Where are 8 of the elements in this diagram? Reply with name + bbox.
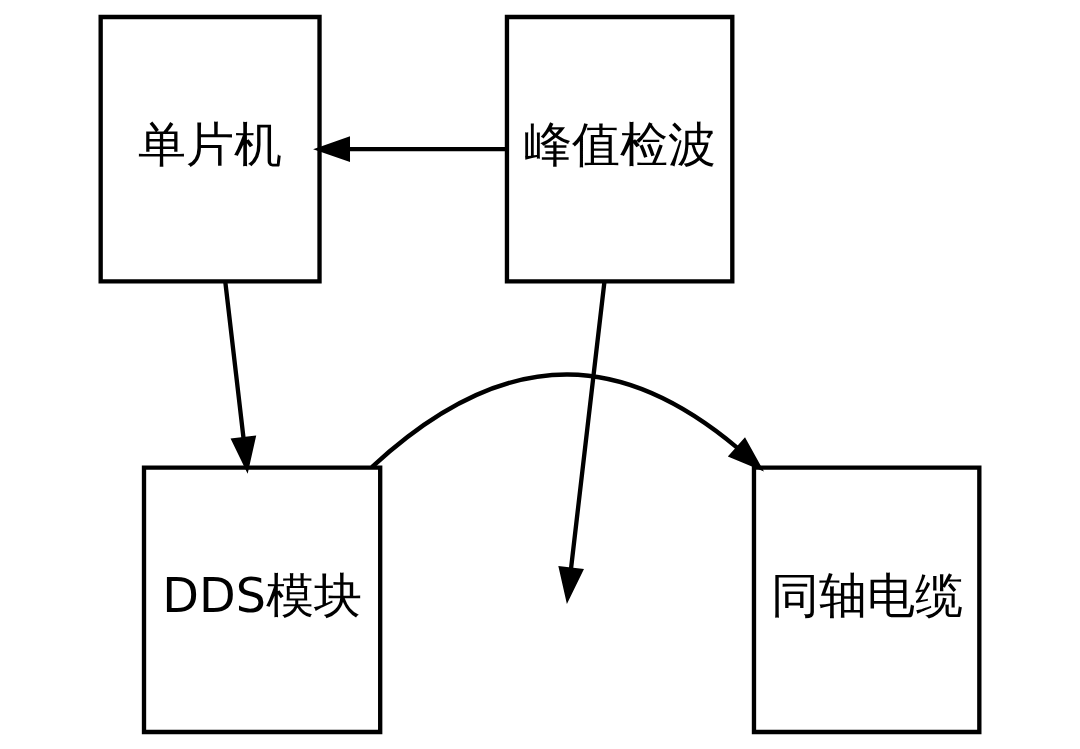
node-box: 单片机 bbox=[98, 14, 322, 284]
node-box: DDS模块 bbox=[141, 465, 383, 735]
arrow bbox=[223, 281, 257, 474]
arrow bbox=[313, 136, 507, 163]
arrow bbox=[370, 372, 764, 472]
node-box: 峰值检波 bbox=[504, 14, 735, 284]
arrow bbox=[558, 281, 607, 605]
node-box: 同轴电缆 bbox=[751, 465, 982, 735]
